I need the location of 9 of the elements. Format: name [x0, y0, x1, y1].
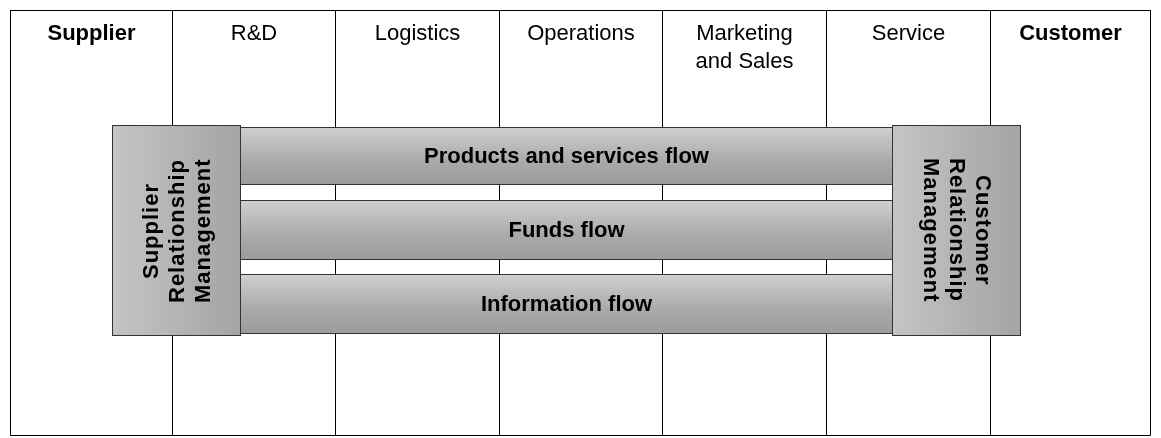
- column-header: Supplier: [10, 10, 173, 122]
- panel-label: Supplier Relationship Management: [136, 157, 216, 305]
- relationship-panel: [892, 125, 1021, 336]
- flow-bar: Products and services flow: [240, 127, 893, 185]
- flow-bar: Information flow: [240, 274, 893, 334]
- relationship-panel: [112, 125, 241, 336]
- column-header: Customer: [990, 10, 1151, 122]
- flow-bar: Funds flow: [240, 200, 893, 260]
- panel-label: Customer Relationship Management: [917, 157, 997, 305]
